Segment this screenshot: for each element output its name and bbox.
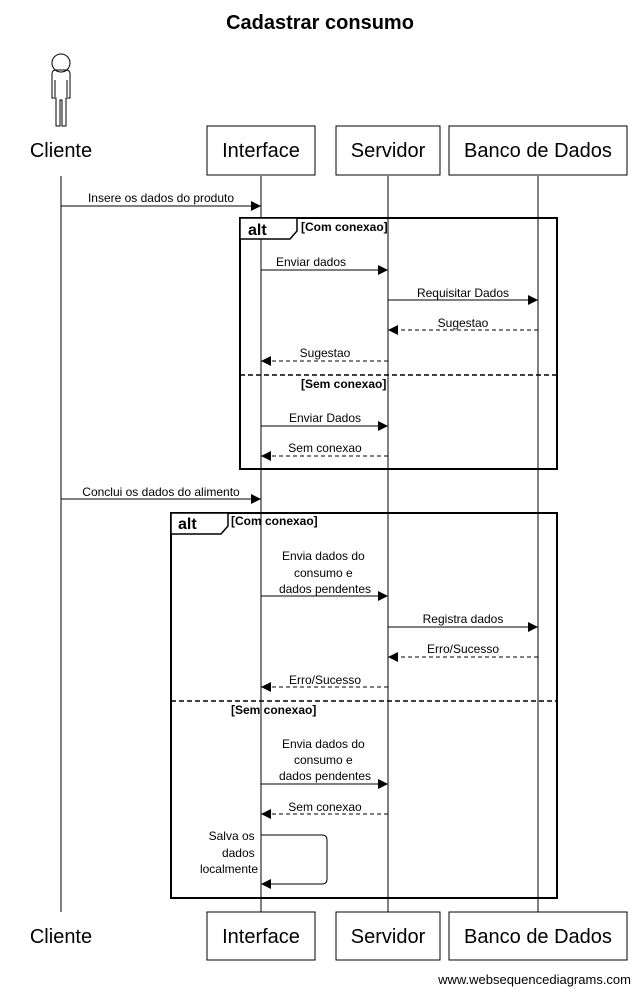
message-label: Erro/Sucesso (427, 642, 499, 656)
participant-box-servidor-bottom (335, 911, 441, 961)
message-label: Envia dados do consumo e dados pendentes (279, 737, 371, 783)
message-label: Enviar dados (276, 255, 346, 269)
participant-banco-top: Banco de Dados (464, 140, 612, 162)
participant-servidor-top: Servidor (351, 140, 426, 162)
message-label: Conclui os dados do alimento (82, 485, 240, 499)
message-label: Insere os dados do produto (88, 191, 234, 205)
participant-cliente-bottom: Cliente (30, 926, 92, 948)
message-label: Salva os dados localmente (200, 829, 258, 876)
diagram-title: Cadastrar consumo (226, 12, 414, 34)
alt-keyword: alt (178, 516, 197, 533)
alt-fragment (239, 217, 558, 470)
participant-box-interface-bottom (206, 911, 316, 961)
participant-box-interface-top (206, 125, 316, 176)
alt-keyword: alt (248, 222, 267, 239)
alt-guard: [Com conexao] (231, 514, 318, 528)
actor-icon (51, 53, 71, 127)
message-label: Sem conexao (288, 800, 362, 814)
message-label: Requisitar Dados (417, 286, 509, 300)
message-label: Erro/Sucesso (289, 673, 361, 687)
participant-interface-bottom: Interface (222, 926, 300, 948)
alt-fragment (170, 512, 558, 899)
participant-box-servidor-top (335, 125, 441, 176)
self-message-arrow (261, 834, 328, 889)
participant-cliente-top: Cliente (30, 140, 92, 162)
message-label: Sugestao (300, 346, 351, 360)
message-label: Registra dados (423, 612, 504, 626)
alt-fragment-tab (239, 217, 298, 240)
message-label: Sem conexao (288, 441, 362, 455)
alt-fragment-tab (170, 512, 229, 535)
participant-box-banco-bottom (448, 911, 628, 961)
participant-banco-bottom: Banco de Dados (464, 926, 612, 948)
alt-guard: [Com conexao] (301, 220, 388, 234)
watermark-link[interactable]: www.websequencediagrams.com (437, 972, 631, 987)
message-label: Enviar Dados (289, 411, 361, 425)
message-label: Sugestao (438, 316, 489, 330)
participant-servidor-bottom: Servidor (351, 926, 426, 948)
alt-guard: [Sem conexao] (231, 703, 316, 717)
message-label: Envia dados do consumo e dados pendentes (279, 549, 371, 596)
alt-guard: [Sem conexao] (301, 377, 386, 391)
participant-box-banco-top (448, 125, 628, 176)
participant-interface-top: Interface (222, 140, 300, 162)
